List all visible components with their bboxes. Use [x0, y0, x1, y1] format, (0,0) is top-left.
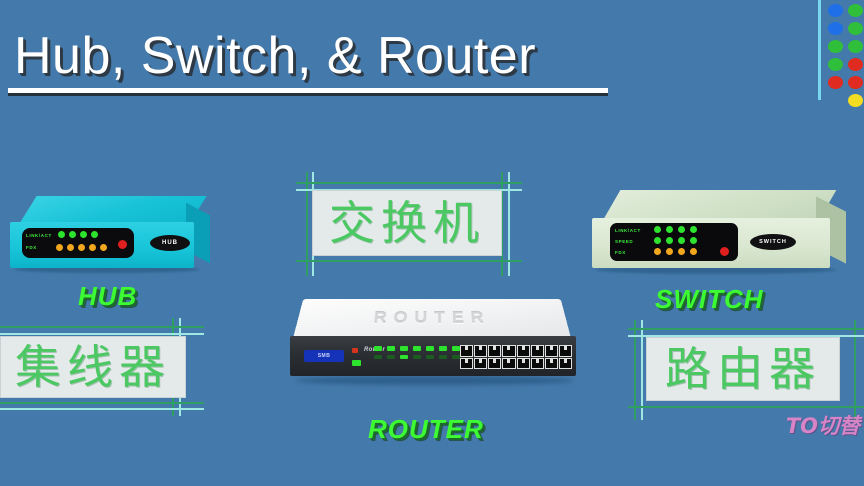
switch-power-led — [720, 247, 729, 256]
rj45-port — [544, 357, 558, 369]
hub-led-row-label-1: FDX — [26, 245, 37, 250]
logo-dot — [828, 40, 843, 53]
rj45-port — [488, 345, 502, 357]
color-dot-grid-logo — [828, 4, 864, 110]
logo-dot — [828, 76, 843, 89]
rj45-port — [460, 357, 474, 369]
rj45-port — [516, 357, 530, 369]
hub-power-led — [118, 240, 127, 249]
page-title: Hub, Switch, & Router — [14, 27, 537, 85]
switch-led-row-label-2: FDX — [615, 250, 626, 255]
logo-dot — [828, 4, 843, 17]
logo-dot — [848, 94, 863, 107]
logo-dot — [848, 4, 863, 17]
router-top-text: ROUTER — [372, 309, 492, 328]
router-front-panel: SMB Router — [290, 336, 576, 376]
router-rj45-port-bank — [460, 345, 572, 369]
rj45-port — [558, 357, 572, 369]
hub-led-row-label-0: LINK/ACT — [26, 233, 52, 238]
switch-led-row-fdx — [654, 248, 697, 255]
logo-vertical-line — [818, 0, 821, 100]
rj45-port — [502, 345, 516, 357]
switch-badge-text: SWITCH — [759, 239, 787, 245]
logo-dot — [848, 22, 863, 35]
rj45-port — [544, 345, 558, 357]
switch-led-panel: LINK/ACT SPEED FDX — [610, 223, 738, 261]
rj45-port — [530, 357, 544, 369]
switch-front-face: LINK/ACT SPEED FDX SWITCH — [592, 218, 830, 268]
hub-caption: HUB — [78, 281, 138, 311]
logo-dot — [848, 58, 863, 71]
router-blue-badge-text: SMB — [317, 353, 331, 359]
hub-front-face: LINK/ACT FDX HUB — [10, 222, 194, 268]
logo-dot — [828, 22, 843, 35]
switch-led-row-link — [654, 226, 697, 233]
rj45-port — [558, 345, 572, 357]
hub-device-illustration: LINK/ACT FDX HUB — [8, 196, 210, 288]
hub-shadow — [14, 266, 200, 273]
switch-shadow — [596, 266, 836, 274]
rj45-port — [530, 345, 544, 357]
switch-chinese-label: 交换机 — [329, 196, 485, 250]
label-plate-switch-cn: 交换机 — [312, 190, 502, 256]
router-device-illustration: ROUTER SMB Router — [284, 288, 580, 398]
rj45-port — [474, 357, 488, 369]
switch-device-illustration: LINK/ACT SPEED FDX SWITCH — [588, 190, 850, 294]
router-led-row-bottom — [374, 355, 460, 359]
label-plate-router-cn: 路由器 — [646, 337, 840, 401]
switch-led-row-label-0: LINK/ACT — [615, 228, 641, 233]
logo-dot — [848, 40, 863, 53]
hub-led-panel: LINK/ACT FDX — [22, 228, 134, 258]
switch-model-badge: SWITCH — [750, 234, 796, 250]
switch-led-row-speed — [654, 237, 697, 244]
rj45-port — [488, 357, 502, 369]
router-blue-badge: SMB — [304, 350, 344, 362]
router-caption: ROUTER — [368, 414, 484, 444]
switch-caption: SWITCH — [655, 284, 764, 314]
hub-chinese-label: 集线器 — [15, 340, 171, 394]
logo-dot — [828, 58, 843, 71]
router-status-led-red — [352, 348, 358, 353]
router-chinese-label: 路由器 — [665, 342, 821, 396]
switch-led-row-label-1: SPEED — [615, 239, 634, 244]
label-plate-hub-cn: 集线器 — [0, 336, 186, 398]
logo-dot — [848, 76, 863, 89]
hub-badge-text: HUB — [162, 240, 178, 246]
rj45-port — [460, 345, 474, 357]
hub-led-row-link — [58, 231, 98, 238]
router-led-row-top — [374, 346, 460, 351]
hub-model-badge: HUB — [150, 235, 190, 251]
router-status-led-green — [352, 360, 361, 366]
hub-led-row-fdx — [56, 244, 107, 251]
rj45-port — [516, 345, 530, 357]
rj45-port — [474, 345, 488, 357]
watermark-text: TO切替 — [785, 414, 860, 438]
router-shadow — [296, 376, 574, 385]
title-underline — [8, 88, 608, 93]
rj45-port — [502, 357, 516, 369]
logo-dot-empty — [828, 94, 843, 107]
